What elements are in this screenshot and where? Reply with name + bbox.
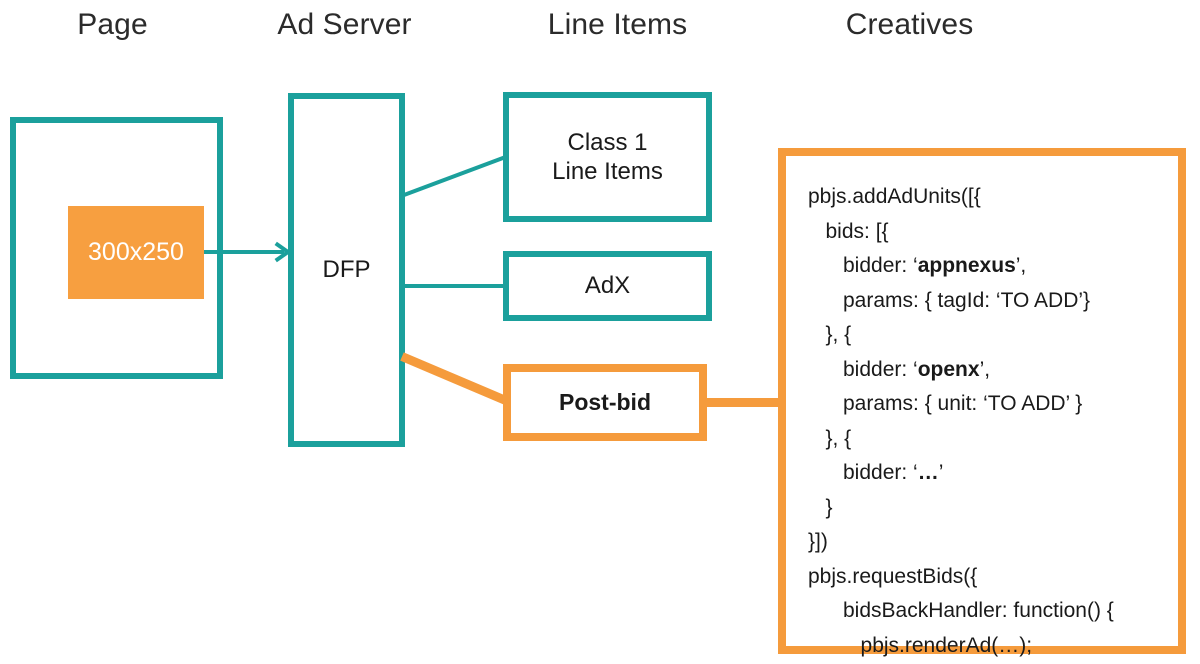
ad-slot-label: 300x250 <box>88 238 184 266</box>
post-bid-label: Post-bid <box>559 389 651 416</box>
post-bid-box: Post-bid <box>503 364 707 441</box>
dfp-label: DFP <box>322 256 371 284</box>
adx-label: AdX <box>584 272 631 300</box>
column-heading-ad-server: Ad Server <box>277 8 412 41</box>
code-bidder-name: appnexus <box>917 254 1016 277</box>
ad-slot-300x250[interactable]: 300x250 <box>68 206 204 299</box>
code-line: bids: [{ <box>808 219 889 243</box>
column-heading-line-items: Line Items <box>547 8 688 41</box>
connector-postbid-to-creatives <box>703 398 785 407</box>
code-line: params: { unit: ‘TO ADD’ } <box>808 392 1083 415</box>
connector-slot-to-dfp <box>204 250 284 254</box>
connector-dfp-to-postbid <box>400 352 507 405</box>
code-line: bidder: ‘…’ <box>808 461 944 484</box>
class1-line-items-label: Class 1 Line Items <box>552 128 663 185</box>
dfp-box: DFP <box>288 93 405 447</box>
code-line: }, { <box>808 426 852 450</box>
code-line: pbjs.addAdUnits([{ <box>808 185 981 208</box>
column-heading-page: Page <box>77 8 148 41</box>
code-line: params: { tagId: ‘TO ADD’} <box>808 288 1091 312</box>
code-bidder-name: openx <box>917 357 980 381</box>
creative-code-panel: pbjs.addAdUnits([{ bids: [{ bidder: ‘app… <box>778 148 1186 657</box>
connector-dfp-to-adx <box>404 284 505 288</box>
code-line: pbjs.requestBids({ <box>808 564 978 588</box>
class1-line-items-box: Class 1 Line Items <box>503 92 712 222</box>
code-bidder-name: … <box>917 461 939 484</box>
column-heading-creatives: Creatives <box>845 8 974 41</box>
code-line: bidder: ‘appnexus’, <box>808 254 1027 277</box>
code-line: pbjs.renderAd(…); <box>808 633 1033 657</box>
code-line: } <box>808 495 833 519</box>
code-line: }, { <box>808 323 852 346</box>
connector-dfp-to-class1 <box>403 155 505 197</box>
code-line: }]) <box>808 530 828 553</box>
code-line: bidder: ‘openx’, <box>808 357 991 381</box>
code-block: pbjs.addAdUnits([{ bids: [{ bidder: ‘app… <box>808 180 1168 664</box>
adx-box: AdX <box>503 251 712 321</box>
code-line: bidsBackHandler: function() { <box>808 599 1114 622</box>
